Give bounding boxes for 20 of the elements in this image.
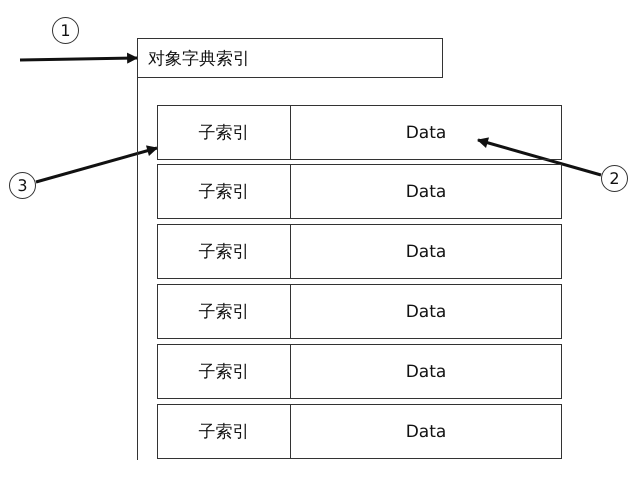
index-header: 对象字典索引 (137, 38, 443, 78)
callout-number: 3 (9, 172, 36, 199)
subindex-cell: 子索引 (157, 404, 291, 459)
subindex-cell: 子索引 (157, 105, 291, 160)
data-cell: Data (290, 105, 562, 160)
subindex-cell: 子索引 (157, 284, 291, 339)
data-cell: Data (290, 404, 562, 459)
arrow (36, 145, 158, 184)
subindex-cell: 子索引 (157, 224, 291, 279)
arrow (476, 137, 602, 176)
index-container (137, 38, 562, 460)
data-cell: Data (290, 284, 562, 339)
callout-number: 1 (52, 17, 79, 44)
data-cell: Data (290, 344, 562, 399)
callout-number: 2 (601, 165, 628, 192)
data-cell: Data (290, 164, 562, 219)
subindex-cell: 子索引 (157, 164, 291, 219)
subindex-cell: 子索引 (157, 344, 291, 399)
arrow (20, 52, 138, 64)
data-cell: Data (290, 224, 562, 279)
